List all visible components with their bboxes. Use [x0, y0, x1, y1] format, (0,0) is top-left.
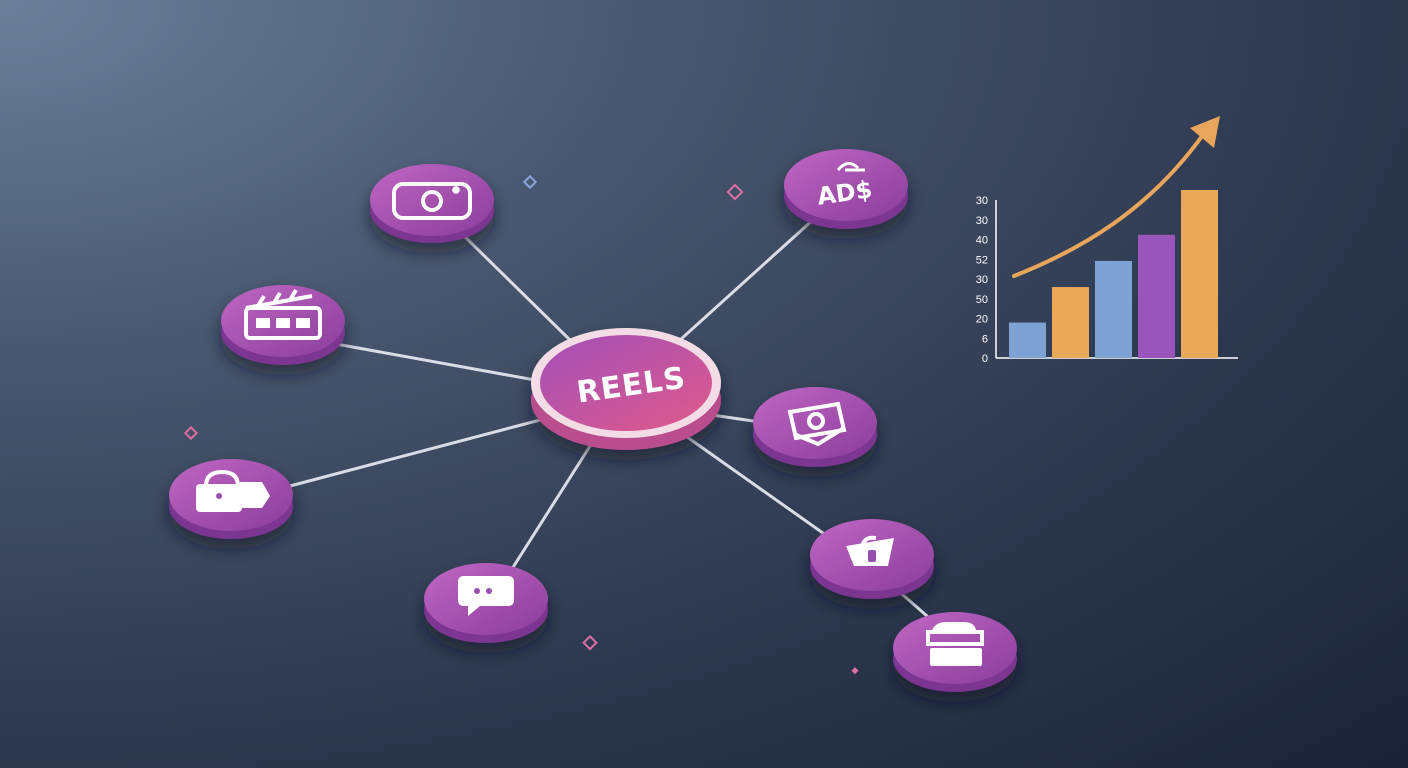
- diamond-icon: [522, 174, 538, 190]
- decorative-diamonds: [183, 174, 859, 675]
- diamond-icon: [582, 634, 598, 651]
- chart-bar: [1181, 190, 1218, 358]
- node-shop[interactable]: [893, 612, 1017, 692]
- bars: [1009, 190, 1218, 358]
- chart-bar: [1095, 260, 1132, 358]
- connector-clapper: [334, 342, 537, 382]
- shopping-bag-icon: [846, 535, 894, 566]
- node-money[interactable]: [753, 387, 877, 467]
- y-tick-label: 52: [976, 254, 988, 266]
- node-comment[interactable]: [424, 563, 548, 643]
- connector-comment: [508, 441, 594, 574]
- connector-shopping: [678, 430, 832, 540]
- chart-bar: [1138, 234, 1175, 358]
- reels-hub[interactable]: REELS: [531, 328, 721, 450]
- chart-bar: [1052, 287, 1089, 358]
- y-tick-label: 30: [976, 195, 988, 207]
- node-lock[interactable]: [169, 459, 293, 539]
- connector-ads: [678, 216, 817, 342]
- y-tick-label: 40: [976, 235, 988, 247]
- node-clapper[interactable]: [221, 285, 345, 365]
- node-instagram[interactable]: [370, 164, 494, 243]
- trend-line: [1012, 130, 1207, 278]
- node-shopping[interactable]: [810, 519, 934, 599]
- diamond-icon: [183, 425, 199, 441]
- y-tick-label: 30: [976, 274, 988, 286]
- chart-bar: [1009, 322, 1046, 358]
- connector-instagram: [458, 230, 572, 342]
- lock-icon: [196, 469, 270, 512]
- chat-bubble-icon: [458, 576, 514, 616]
- y-tick-label: 50: [976, 294, 988, 306]
- y-tick-label: 30: [976, 215, 988, 227]
- connectors: [288, 216, 929, 618]
- diamond-icon: [726, 183, 744, 201]
- y-tick-label: 20: [976, 314, 988, 326]
- diamond-icon: [851, 667, 859, 675]
- node-ads[interactable]: AD$: [784, 149, 908, 229]
- clapperboard-icon: [244, 288, 322, 340]
- camera-icon: [392, 182, 472, 220]
- money-icon: [787, 401, 847, 447]
- y-tick-label: 0: [982, 353, 988, 365]
- growth-bar-chart: 30 30 40 52 30 50 20 6 0: [976, 116, 1238, 365]
- connector-lock: [288, 418, 542, 488]
- y-tick-label: 6: [982, 333, 988, 345]
- connector-money: [710, 413, 762, 424]
- y-tick-labels: 30 30 40 52 30 50 20 6 0: [976, 195, 988, 365]
- storefront-icon: [926, 622, 984, 666]
- trend-arrowhead: [1190, 116, 1220, 148]
